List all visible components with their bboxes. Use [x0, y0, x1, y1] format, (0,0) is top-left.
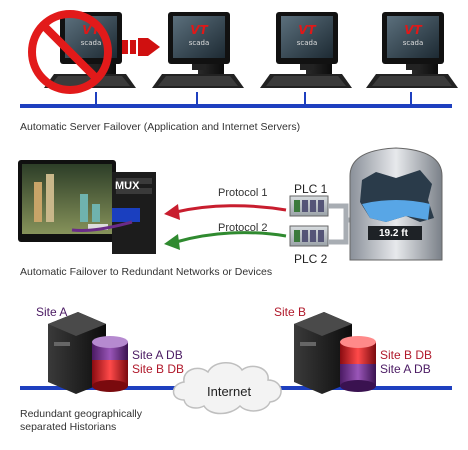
internet-label: Internet	[207, 384, 252, 399]
scada-logo-text-2: scada	[189, 39, 210, 47]
scada-logo-text-1: scada	[81, 39, 102, 47]
plc1-label: PLC 1	[294, 182, 328, 196]
site-b-db-line-1: Site B DB	[380, 348, 433, 362]
tank-liquid	[362, 200, 430, 222]
hmi-monitor	[18, 160, 116, 242]
vt-logo-text-2: VT	[190, 23, 208, 37]
network-failover-caption: Automatic Failover to Redundant Networks…	[20, 266, 273, 278]
plc2-label: PLC 2	[294, 252, 328, 266]
internet-cloud-icon	[172, 362, 282, 415]
workstation-2: VT scada	[152, 12, 244, 88]
mux-cable	[71, 220, 133, 232]
server-failover-caption: Automatic Server Failover (Application a…	[20, 121, 301, 133]
site-b-db-icon	[340, 336, 376, 392]
protocol1-label: Protocol 1	[218, 187, 268, 199]
site-a-db-line-1: Site A DB	[132, 348, 183, 362]
historian-caption: Redundant geographically separated Histo…	[20, 408, 143, 433]
site-a-label: Site A	[36, 305, 68, 319]
failed-server-icon	[28, 10, 112, 94]
site-a-db-icon	[92, 336, 128, 392]
storage-tank	[349, 147, 443, 261]
tank-level-badge	[368, 226, 422, 240]
site-b-db-line-2: Site A DB	[380, 362, 431, 376]
vt-logo-text-3: VT	[298, 23, 316, 37]
site-b-server	[294, 312, 352, 394]
protocol2-label: Protocol 2	[218, 222, 268, 234]
site-a-server	[48, 312, 106, 394]
mux-tower	[112, 172, 156, 254]
plc2-device	[289, 225, 329, 247]
vt-logo-text-4: VT	[404, 23, 422, 37]
site-b-label: Site B	[274, 305, 307, 319]
server-failover-diagram: VT scada VT scada VT scada	[20, 10, 458, 108]
plc1-device	[289, 195, 329, 217]
site-a-db-line-2: Site B DB	[132, 362, 185, 376]
protocol1-arrow-icon	[164, 204, 287, 220]
failover-arrow-icon	[122, 38, 160, 56]
workstation-4: VT scada	[366, 12, 458, 88]
scada-logo-text-4: scada	[403, 39, 424, 47]
tank-level-label: 19.2 ft	[379, 228, 408, 239]
mux-label: MUX	[115, 180, 140, 192]
network-failover-diagram	[18, 147, 443, 261]
scada-logo-text-3: scada	[297, 39, 318, 47]
workstation-3: VT scada	[260, 12, 352, 88]
protocol2-arrow-icon	[164, 231, 287, 250]
historian-diagram	[20, 312, 452, 415]
